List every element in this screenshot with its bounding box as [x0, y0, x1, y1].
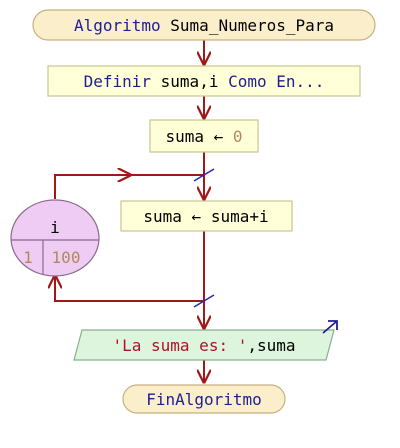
algorithm-keyword: Algoritmo	[74, 16, 161, 35]
loop-entry-line	[54, 175, 130, 199]
loop-return-line	[55, 276, 204, 302]
loop-node[interactable]: i 1 100	[10, 199, 100, 277]
algorithm-name: Suma_Numeros_Para	[170, 16, 334, 35]
svg-text:'La suma es: ',suma: 'La suma es: ',suma	[112, 336, 295, 355]
body-assign-block[interactable]: suma ← suma+i	[120, 200, 293, 232]
end-block[interactable]: FinAlgoritmo	[122, 384, 286, 414]
loop-start: 1	[23, 248, 33, 267]
loop-exit-join-mark	[193, 294, 215, 308]
define-vars: suma,i	[161, 72, 219, 91]
svg-text:suma ← suma+i: suma ← suma+i	[143, 207, 268, 226]
body-expression: suma+i	[211, 207, 269, 226]
svg-text:Definir suma,i Como En...: Definir suma,i Como En...	[84, 72, 325, 91]
loop-end: 100	[52, 248, 81, 267]
svg-text:suma ← 0: suma ← 0	[165, 127, 242, 146]
define-block[interactable]: Definir suma,i Como En...	[47, 65, 361, 97]
output-block[interactable]: 'La suma es: ',suma	[73, 320, 338, 361]
end-label: FinAlgoritmo	[146, 390, 262, 409]
output-rest: ,suma	[247, 336, 295, 355]
init-arrow: ←	[214, 127, 224, 146]
define-keyword: Definir	[84, 72, 152, 91]
loop-variable: i	[50, 218, 60, 237]
output-arrow-icon	[322, 320, 338, 334]
init-value: 0	[233, 127, 243, 146]
algorithm-header[interactable]: Algoritmo Suma_Numeros_Para	[32, 9, 376, 41]
init-target: suma	[165, 127, 204, 146]
loop-entry-join-mark	[193, 168, 215, 182]
join-marks	[193, 168, 215, 308]
connectors	[55, 40, 204, 382]
output-string: 'La suma es: '	[112, 336, 247, 355]
init-assign-block[interactable]: suma ← 0	[149, 119, 259, 153]
svg-text:Algoritmo Suma_Numeros_Para: Algoritmo Suma_Numeros_Para	[74, 16, 334, 35]
body-target: suma	[143, 207, 182, 226]
body-arrow: ←	[192, 207, 202, 226]
define-type: Como En...	[228, 72, 324, 91]
